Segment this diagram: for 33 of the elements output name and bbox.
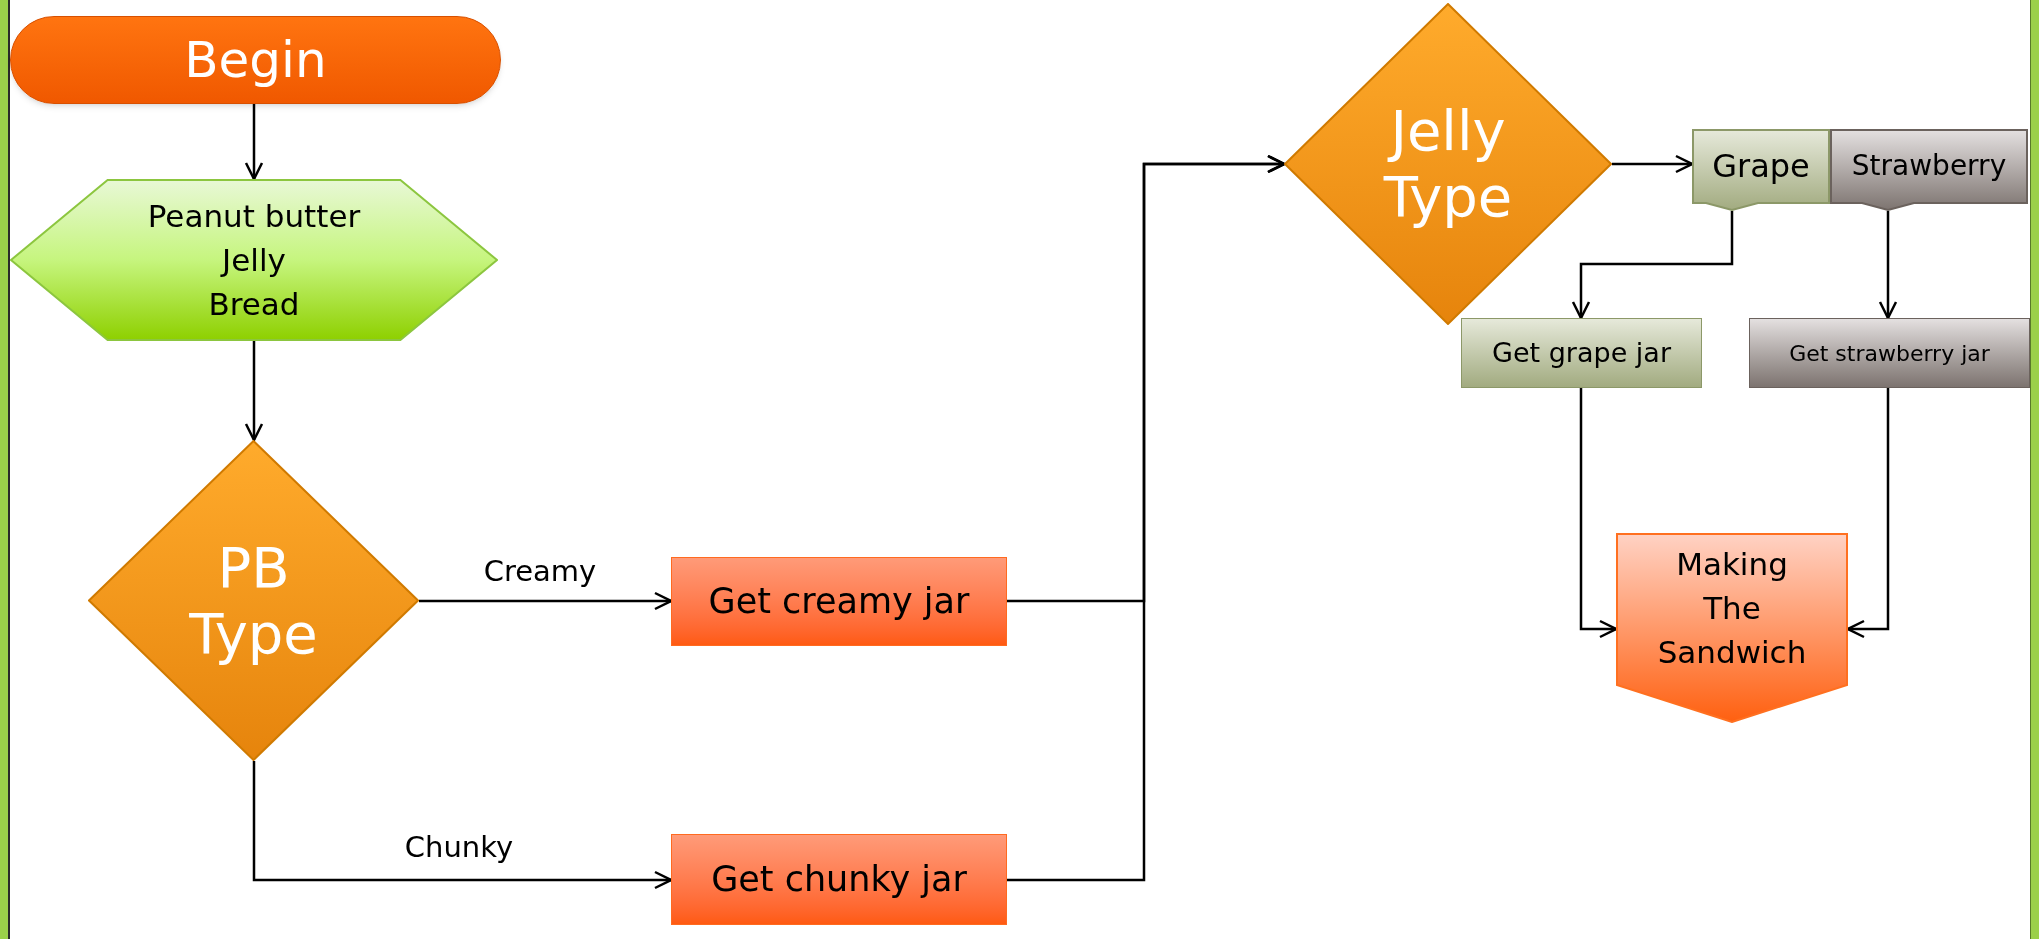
arrow xyxy=(419,591,673,611)
node-text: Get grape jar xyxy=(1492,335,1671,370)
start-terminal xyxy=(10,16,501,104)
option-tab xyxy=(1830,129,2028,211)
arrow xyxy=(244,104,264,181)
node-text: Jelly Type xyxy=(1382,98,1514,230)
arrow xyxy=(1579,388,1618,639)
node-text: PB Type xyxy=(188,534,319,667)
decision-diamond xyxy=(88,440,419,761)
node-text: Get creamy jar xyxy=(708,580,970,624)
arrow xyxy=(1878,211,1898,320)
arrow xyxy=(1007,154,1286,882)
decision-diamond xyxy=(1284,3,1612,325)
process-box xyxy=(1749,318,2030,388)
node-text: Grape xyxy=(1712,146,1810,187)
arrow xyxy=(244,341,264,442)
node-text: Bread xyxy=(208,285,300,324)
preparation-hexagon xyxy=(10,179,498,341)
node-text: Begin xyxy=(184,29,327,91)
node-text: Get strawberry jar xyxy=(1789,339,1990,368)
node-text: Jelly xyxy=(222,241,286,280)
arrow xyxy=(252,761,673,890)
node-text: Strawberry xyxy=(1851,148,2007,184)
node-text: Making The Sandwich xyxy=(1656,545,1808,672)
process-box xyxy=(671,834,1007,925)
node-text: Peanut butter xyxy=(147,197,361,236)
arrow xyxy=(1571,211,1734,320)
option-tab xyxy=(1692,129,1830,211)
off-page-connector xyxy=(1616,533,1848,723)
node-text: Get chunky jar xyxy=(711,858,967,902)
process-box xyxy=(671,557,1007,646)
arrow xyxy=(1612,154,1694,174)
process-box xyxy=(1461,318,1702,388)
